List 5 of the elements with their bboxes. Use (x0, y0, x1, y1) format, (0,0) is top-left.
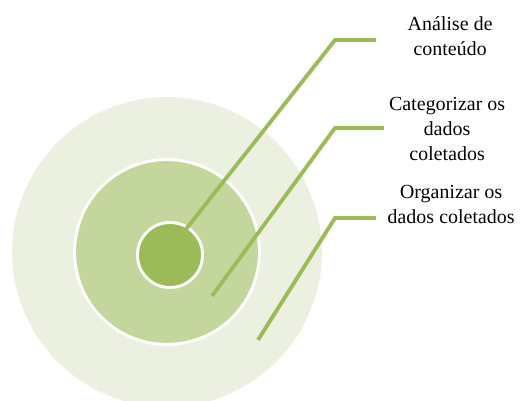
label-text: Análise de conteúdo (380, 12, 520, 62)
label-text: Categorizar os dados coletados (388, 92, 506, 167)
leader-line (256, 216, 376, 342)
label-text: Organizar os dados coletados (380, 180, 522, 230)
leader-line (210, 126, 384, 298)
